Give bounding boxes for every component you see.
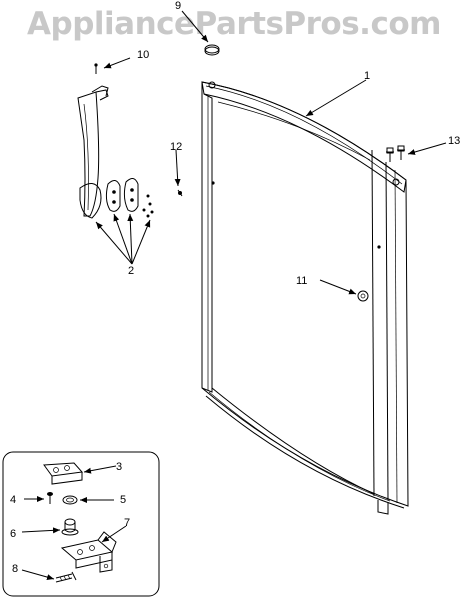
callout-4: 4 bbox=[10, 494, 16, 506]
door-hole bbox=[211, 181, 215, 185]
callout-13: 13 bbox=[448, 135, 460, 147]
door-hole bbox=[377, 245, 381, 249]
handle-screw bbox=[177, 189, 183, 197]
callout-11: 11 bbox=[296, 275, 307, 287]
callout-12: 12 bbox=[170, 141, 182, 153]
hinge-bolt bbox=[55, 571, 77, 583]
watermark-logo: AppliancePartsPros.com bbox=[27, 6, 441, 42]
door-plug bbox=[357, 290, 369, 302]
hinge-inset bbox=[2, 451, 160, 597]
callout-7: 7 bbox=[124, 517, 130, 529]
callout-9: 9 bbox=[175, 0, 181, 12]
trim-screws bbox=[386, 145, 405, 162]
top-hinge-bracket bbox=[43, 462, 83, 485]
callout-1: 1 bbox=[364, 70, 370, 82]
hinge-screw bbox=[47, 492, 53, 504]
leader-lines bbox=[95, 10, 447, 295]
plug-button bbox=[204, 44, 220, 56]
callout-10: 10 bbox=[137, 49, 149, 61]
handle-assembly bbox=[77, 85, 154, 219]
callout-6: 6 bbox=[10, 528, 16, 540]
hinge-pin bbox=[61, 518, 79, 536]
callout-2: 2 bbox=[128, 265, 134, 277]
door-panel bbox=[201, 81, 409, 515]
callout-5: 5 bbox=[120, 494, 126, 506]
callout-labels: 9 10 1 12 13 11 2 3 4 5 6 7 8 bbox=[10, 0, 460, 575]
hinge-washer bbox=[62, 495, 78, 505]
top-screw bbox=[94, 63, 98, 74]
callout-3: 3 bbox=[116, 461, 122, 473]
callout-8: 8 bbox=[12, 563, 18, 575]
